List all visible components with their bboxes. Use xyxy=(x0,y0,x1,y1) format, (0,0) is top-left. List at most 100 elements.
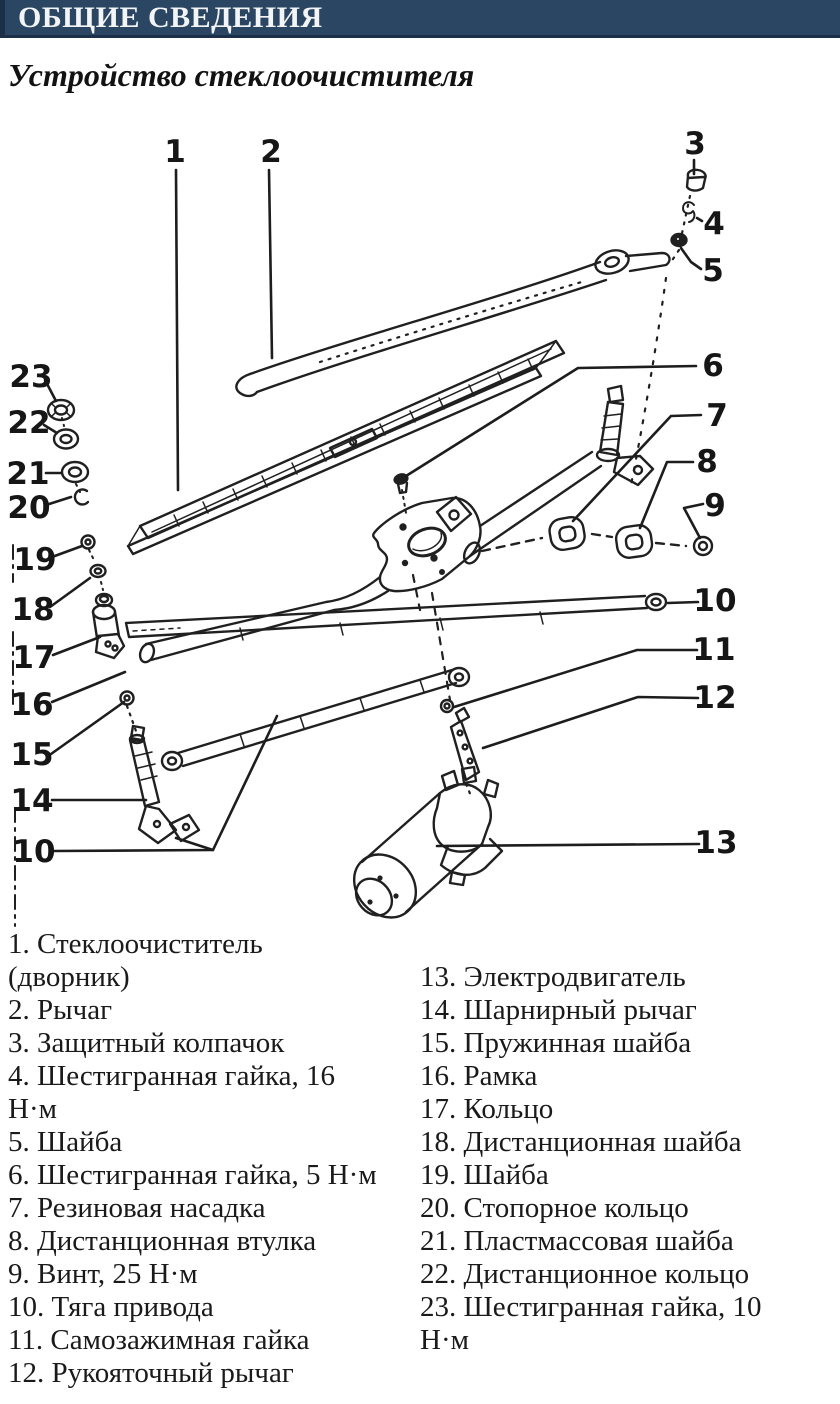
part-line: 12. Рукояточный рычаг xyxy=(8,1357,294,1389)
page-title: Устройство стеклоочистителя xyxy=(8,57,475,93)
callout-leader xyxy=(404,364,698,478)
part-item: 18. Дистанционная шайба xyxy=(420,1126,838,1159)
part-line: 18. Дистанционная шайба xyxy=(420,1126,742,1158)
callout-number: 21 xyxy=(6,456,49,492)
callout-leader xyxy=(452,648,699,709)
part-item: 17. Кольцо xyxy=(420,1093,838,1126)
part-item: 22. Дистанционное кольцо xyxy=(420,1258,838,1291)
callout-number: 10 xyxy=(693,583,736,619)
part-line: 3. Защитный колпачок xyxy=(8,1027,285,1059)
callout-number: 13 xyxy=(694,825,737,861)
part-item: 15. Пружинная шайба xyxy=(420,1027,838,1060)
left-pivot-housing xyxy=(91,592,126,660)
part-line: 16. Рамка xyxy=(420,1060,538,1092)
callout-number: 4 xyxy=(703,206,725,242)
part-line: (дворник) xyxy=(8,961,130,993)
ring-parts xyxy=(548,515,714,559)
drive-rod-lower xyxy=(160,666,471,772)
callout-leader xyxy=(695,216,704,223)
callout-leader xyxy=(50,544,84,559)
callout-number: 2 xyxy=(260,134,282,170)
callout-leader xyxy=(48,576,92,609)
part-item: 9. Винт, 25 Н·м xyxy=(8,1258,420,1291)
part-line: 17. Кольцо xyxy=(420,1093,554,1125)
part-line: 7. Резиновая насадка xyxy=(8,1192,266,1224)
protective-cap xyxy=(685,168,707,192)
part-item: 12. Рукояточный рычаг xyxy=(8,1357,420,1390)
callout-number: 6 xyxy=(702,348,724,384)
part-line: 19. Шайба xyxy=(420,1159,549,1191)
part-line: 13. Электродвигатель xyxy=(420,961,686,993)
part-item: 10. Тяга привода xyxy=(8,1291,420,1324)
diagram-art xyxy=(12,168,714,927)
part-line: 20. Стопорное кольцо xyxy=(420,1192,689,1224)
crank-lever xyxy=(439,698,481,782)
small-washers xyxy=(46,398,135,706)
part-item: 21. Пластмассовая шайба xyxy=(420,1225,838,1258)
part-line: 1. Стеклоочиститель xyxy=(8,928,263,960)
callout-number: 17 xyxy=(12,640,55,676)
part-item: 3. Защитный колпачок xyxy=(8,1027,420,1060)
callout-number: 16 xyxy=(10,687,53,723)
callout-leader xyxy=(174,836,215,852)
callout-leader xyxy=(679,246,703,271)
section-header-title: ОБЩИЕ СВЕДЕНИЯ xyxy=(18,0,323,34)
callout-number: 12 xyxy=(693,680,736,716)
callout-number: 18 xyxy=(11,592,54,628)
electric-motor xyxy=(352,765,504,919)
part-item: 11. Самозажимная гайка xyxy=(8,1324,420,1357)
part-item: 7. Резиновая насадка xyxy=(8,1192,420,1225)
callout-number: 14 xyxy=(10,783,53,819)
part-item: 13. Электродвигатель xyxy=(420,961,838,994)
callout-number: 8 xyxy=(696,444,718,480)
callout-leader xyxy=(50,670,127,704)
section-header-bar: ОБЩИЕ СВЕДЕНИЯ xyxy=(0,0,840,38)
part-line: 5. Шайба xyxy=(8,1126,123,1158)
callout-number: 7 xyxy=(706,398,728,434)
hinged-arm xyxy=(128,724,201,845)
callout-number: 3 xyxy=(684,126,706,162)
right-pivot-shaft xyxy=(595,384,655,487)
part-line: Н·м xyxy=(420,1324,469,1356)
part-item: 5. Шайба xyxy=(8,1126,420,1159)
drive-rod-upper xyxy=(124,592,668,641)
callout-number: 1 xyxy=(164,134,186,170)
callout-number: 23 xyxy=(9,359,52,395)
part-line: 22. Дистанционное кольцо xyxy=(420,1258,750,1290)
part-item: 1. Стеклоочиститель(дворник) xyxy=(8,928,420,994)
callout-leader xyxy=(666,600,700,605)
callout-leader xyxy=(52,714,279,853)
part-line: 21. Пластмассовая шайба xyxy=(420,1225,734,1257)
assembly-axes xyxy=(61,194,692,798)
callout-number: 10 xyxy=(12,834,55,870)
callout-leader xyxy=(42,423,59,435)
part-line: 8. Дистанционная втулка xyxy=(8,1225,317,1257)
part-line: 6. Шестигранная гайка, 5 Н·м xyxy=(8,1159,377,1191)
part-item: 8. Дистанционная втулка xyxy=(8,1225,420,1258)
part-item: 6. Шестигранная гайка, 5 Н·м xyxy=(8,1159,420,1192)
callout-leader xyxy=(174,168,180,492)
part-line: 4. Шестигранная гайка, 16 xyxy=(8,1060,335,1092)
part-item: 19. Шайба xyxy=(420,1159,838,1192)
washer-5-hole xyxy=(674,235,682,243)
callout-number: 11 xyxy=(692,632,735,668)
callout-leader xyxy=(267,168,274,360)
callout-number: 5 xyxy=(702,253,724,289)
callout-leader xyxy=(44,495,73,507)
callout-leader xyxy=(435,842,701,848)
callout-leader xyxy=(49,700,126,756)
part-item: 14. Шарнирный рычаг xyxy=(420,994,838,1027)
callout-leader xyxy=(682,502,705,540)
margin-marks xyxy=(12,544,16,927)
part-item: 20. Стопорное кольцо xyxy=(420,1192,838,1225)
part-item: 16. Рамка xyxy=(420,1060,838,1093)
wiper-blade xyxy=(126,339,566,556)
part-line: 14. Шарнирный рычаг xyxy=(420,994,697,1026)
frame-bracket xyxy=(138,450,603,664)
